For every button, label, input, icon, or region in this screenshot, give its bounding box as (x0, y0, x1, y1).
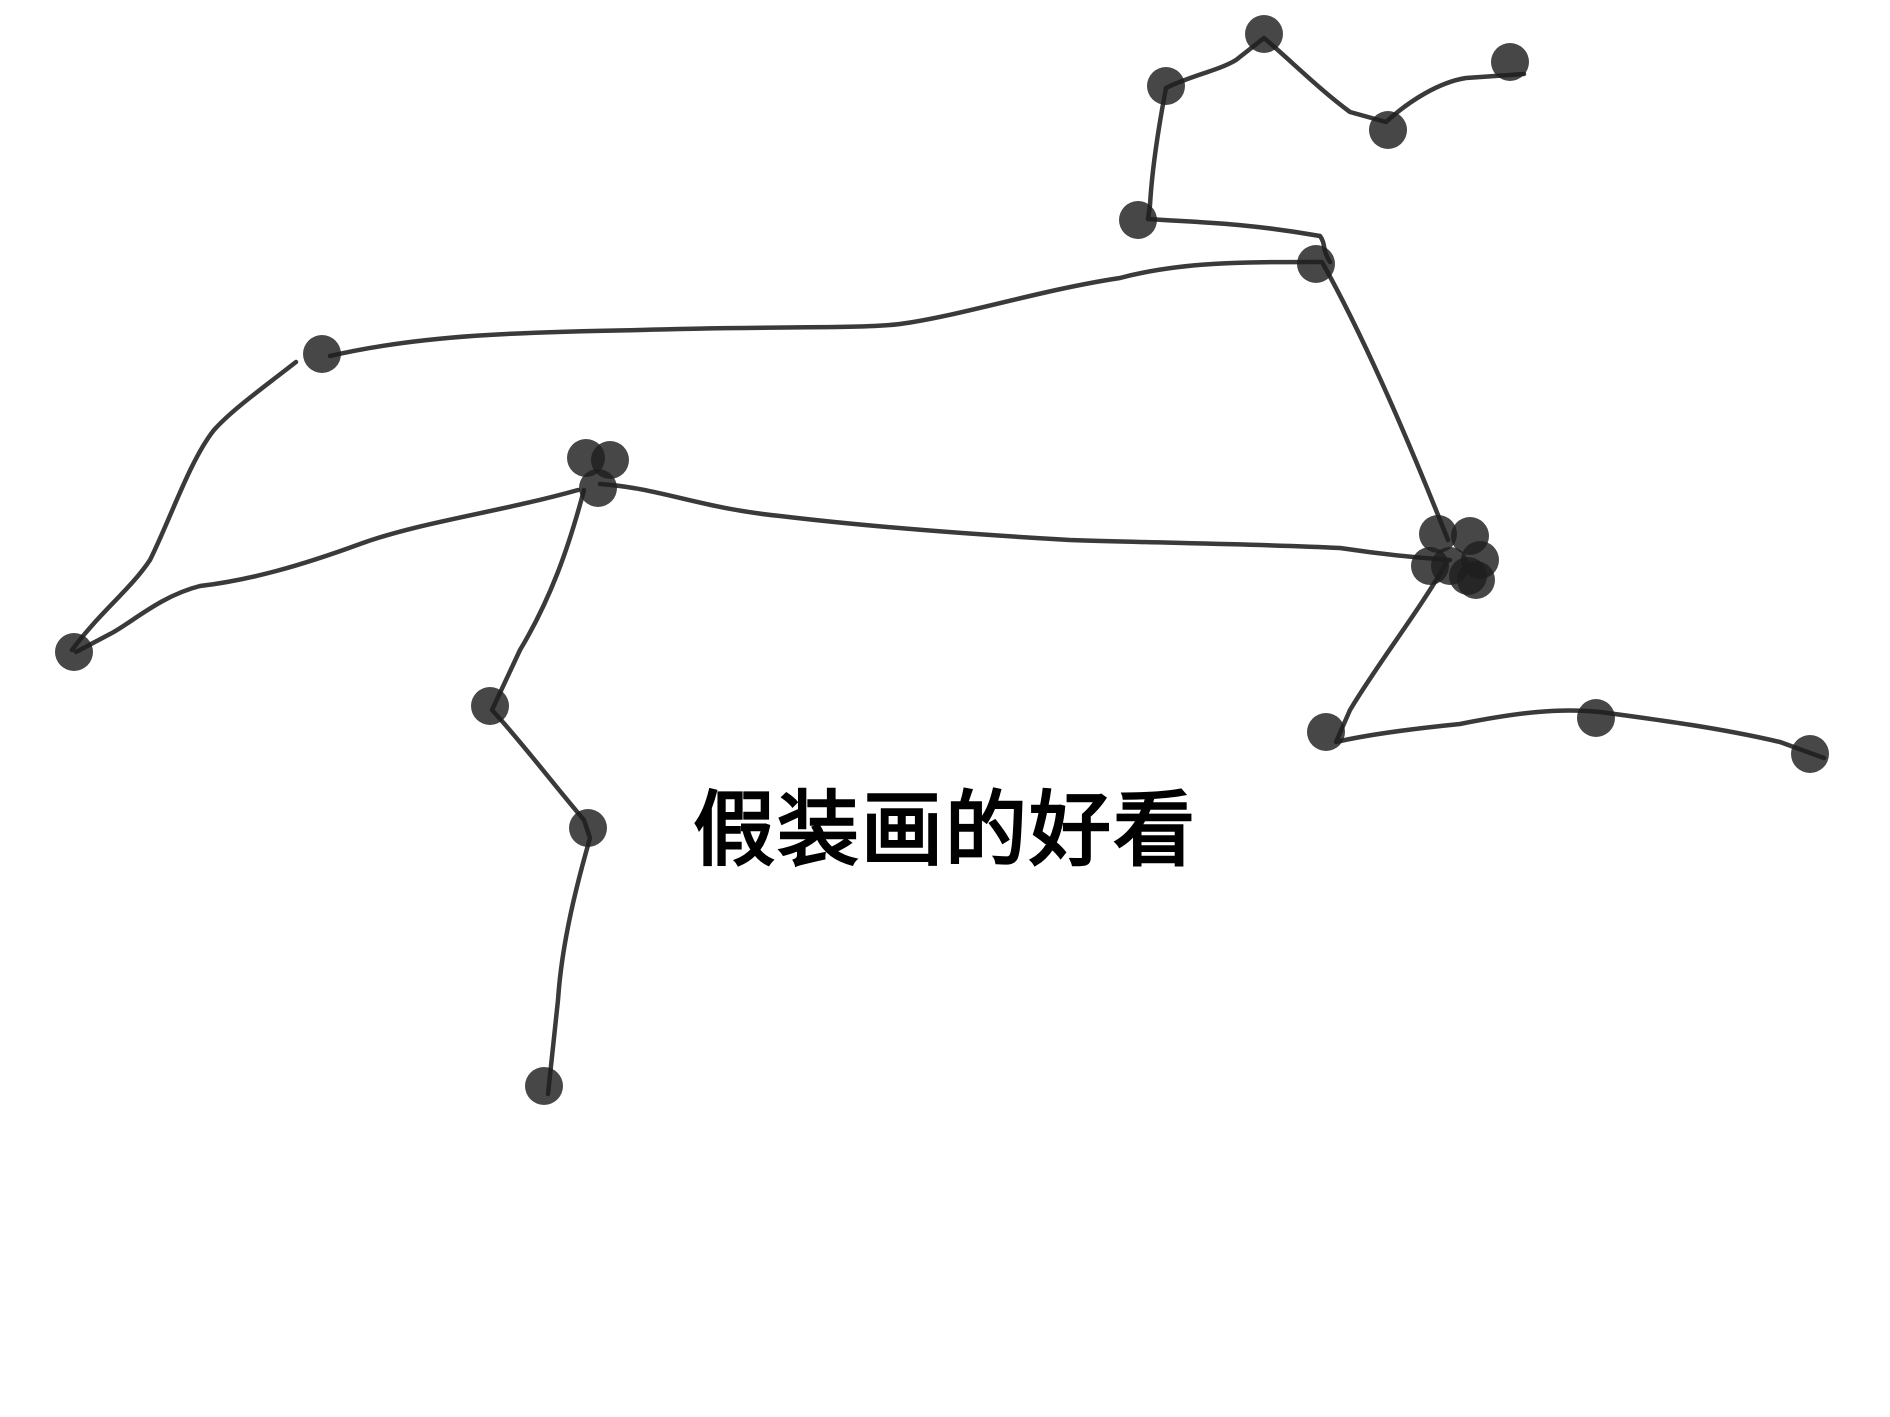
joint-dot (1147, 67, 1185, 105)
joint-dot (579, 469, 617, 507)
joint-dot (55, 633, 93, 671)
joint-dot (1307, 713, 1345, 751)
joint-dot (1297, 245, 1335, 283)
joint-dot (1411, 547, 1449, 585)
caption-text: 假装画的好看 (692, 783, 1197, 878)
back-line (327, 259, 1323, 359)
joint-dot (1419, 515, 1457, 553)
joint-dot (525, 1067, 563, 1105)
joint-dot (1119, 201, 1157, 239)
joint-dots (55, 15, 1829, 1105)
belly-line (597, 481, 1453, 563)
joint-dot (471, 687, 509, 725)
hind-leg-line (489, 487, 593, 1097)
joint-dot (1245, 15, 1283, 53)
joint-dot (1457, 561, 1495, 599)
joint-dot (1577, 699, 1615, 737)
joint-dot (303, 335, 341, 373)
chest-line (1319, 259, 1451, 543)
joint-dot (569, 809, 607, 847)
joint-dot (1369, 111, 1407, 149)
hind-thigh-line (73, 487, 581, 655)
joint-dot (1791, 735, 1829, 773)
tail-line (69, 359, 299, 653)
head-line (1145, 35, 1527, 222)
sketch-lines (69, 35, 1827, 1097)
joint-dot (1491, 43, 1529, 81)
front-leg-line (1333, 557, 1827, 761)
